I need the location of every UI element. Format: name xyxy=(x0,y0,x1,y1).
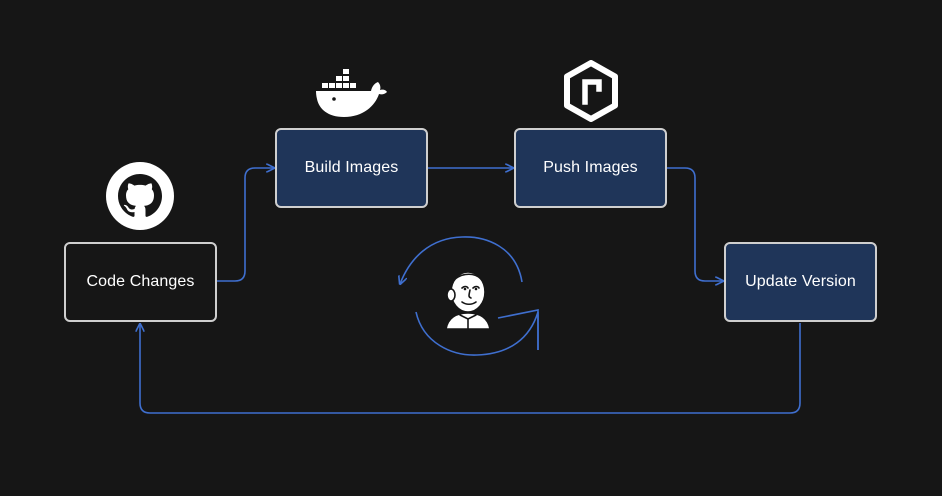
node-label: Push Images xyxy=(543,159,638,176)
arrow-code-to-build xyxy=(217,168,274,282)
node-label: Update Version xyxy=(745,273,856,290)
node-push-images[interactable]: Push Images xyxy=(514,128,667,208)
rancher-registry-icon xyxy=(564,60,618,122)
cycle-arrow-bottom-head xyxy=(497,309,539,350)
node-label: Code Changes xyxy=(86,273,195,290)
arrow-update-to-code xyxy=(140,323,801,414)
jenkins-icon xyxy=(445,271,491,330)
node-code-changes[interactable]: Code Changes xyxy=(64,242,217,322)
cycle-arrow-top xyxy=(400,236,523,284)
cycle-arrow-bottom xyxy=(415,311,539,356)
node-update-version[interactable]: Update Version xyxy=(724,242,877,322)
node-label: Build Images xyxy=(304,159,399,176)
arrow-push-to-update xyxy=(667,167,723,281)
node-build-images[interactable]: Build Images xyxy=(275,128,428,208)
github-icon xyxy=(106,162,174,230)
docker-icon xyxy=(316,69,387,117)
